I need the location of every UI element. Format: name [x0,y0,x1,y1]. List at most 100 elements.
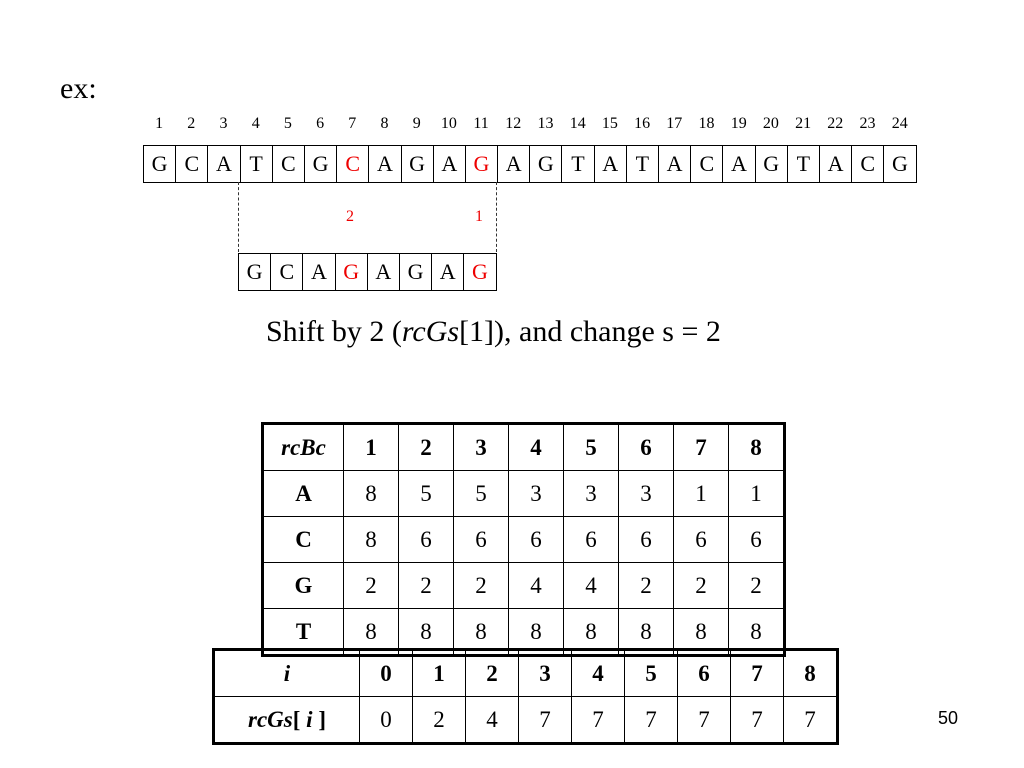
text-char-cell: G [305,146,338,182]
rcbc-cell: 2 [453,562,509,609]
rcbc-cell: 6 [728,516,785,563]
rcbc-column-header: 5 [563,423,619,471]
position-number: 10 [440,115,457,132]
text-char-cell: A [723,146,756,182]
position-number: 16 [634,115,651,132]
rcgs-cell: 2 [412,696,466,744]
rcbc-cell: 2 [618,562,674,609]
rcbc-column-header: 4 [508,423,564,471]
pattern-char-cell: A [432,254,465,290]
rcgs-header-label: i [213,649,360,697]
rcgs-label-close: ] [312,706,326,732]
text-char-cell: C [273,146,305,182]
text-char-cell: G [144,146,177,182]
rcgs-cell: 7 [730,696,784,744]
rcgs-label-open: [ [292,706,307,732]
rcbc-cell: 6 [398,516,454,563]
rcbc-column-header: 7 [673,423,729,471]
rcbc-header-label: rcBc [262,423,344,471]
rcbc-cell: 1 [673,470,729,517]
rcgs-cell: 7 [624,696,678,744]
position-number: 2 [187,115,196,132]
rcgs-cell: 7 [783,696,838,744]
rcgs-cell: 7 [571,696,625,744]
position-number: 14 [569,115,586,132]
rcbc-cell: 2 [673,562,729,609]
position-number: 9 [412,115,421,132]
example-label: ex: [60,72,97,105]
pattern-char-cell: G [239,254,272,290]
rcgs-column-header: 4 [571,649,625,697]
rcgs-column-header: 2 [465,649,519,697]
rcbc-cell: 2 [728,562,785,609]
pattern-char-cell: G [464,254,497,290]
position-number: 22 [827,115,844,132]
pattern-char-cell: G [400,254,433,290]
rcgs-column-header: 7 [730,649,784,697]
rcgs-row-label: rcGs[ i ] [213,696,360,744]
rcbc-cell: 3 [563,470,619,517]
alignment-dash-right [496,182,497,252]
rcbc-cell: 3 [618,470,674,517]
position-number: 13 [537,115,554,132]
text-char-cell: G [530,146,563,182]
rcbc-cell: 6 [563,516,619,563]
text-char-cell: C [337,146,370,182]
rcgs-cell: 7 [518,696,572,744]
position-number: 4 [251,115,260,132]
rcbc-row-label: G [262,562,344,609]
rcbc-cell: 6 [673,516,729,563]
text-char-cell: A [595,146,627,182]
rcbc-cell: 6 [618,516,674,563]
text-char-cell: A [369,146,402,182]
rcbc-cell: 2 [398,562,454,609]
text-char-cell: G [884,146,917,182]
rcbc-cell: 2 [343,562,399,609]
position-number: 18 [698,115,715,132]
position-number: 15 [601,115,618,132]
pattern-char-cell: A [368,254,400,290]
rcbc-column-header: 3 [453,423,509,471]
caption-before: Shift by 2 ( [266,315,402,348]
position-number: 3 [219,115,228,132]
text-char-cell: C [176,146,209,182]
text-char-cell: A [208,146,241,182]
position-number: 23 [859,115,876,132]
rcbc-cell: 5 [453,470,509,517]
position-number: 17 [666,115,683,132]
position-number: 21 [795,115,812,132]
text-char-cell: A [659,146,692,182]
caption-italic: rcGs [401,315,460,348]
rcbc-cell: 8 [343,470,399,517]
caption-after: [1]), and change s = 2 [459,315,721,348]
text-char-cell: T [627,146,659,182]
page-number: 50 [938,708,959,728]
position-number: 12 [505,115,522,132]
text-char-cell: T [241,146,273,182]
rcgs-cell: 7 [677,696,731,744]
rcgs-label-i: i [306,706,313,732]
position-number: 20 [762,115,779,132]
pattern-char-cell: A [303,254,336,290]
text-char-cell: A [498,146,531,182]
rcbc-cell: 1 [728,470,785,517]
rcgs-cell: 0 [359,696,413,744]
rcbc-cell: 4 [563,562,619,609]
shift-label-1: 1 [475,208,483,225]
rcgs-label-italic: rcGs [248,706,293,732]
rcbc-row-label: A [262,470,344,517]
text-char-cell: C [852,146,885,182]
rcbc-column-header: 8 [728,423,785,471]
rcbc-column-header: 2 [398,423,454,471]
rcgs-column-header: 0 [359,649,413,697]
